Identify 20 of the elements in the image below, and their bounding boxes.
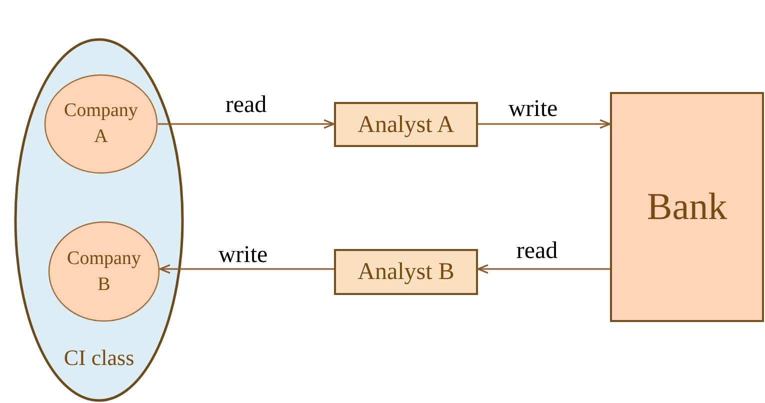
edge-label: write [218,242,268,268]
node-label: Company A [63,99,139,149]
edge-label: write [508,96,558,122]
analyst-box [334,102,478,147]
company-circle [48,221,160,322]
class-ellipse [14,38,184,402]
node-label: Analyst B [358,258,454,287]
arrow [158,119,335,129]
arrow [159,264,334,274]
analyst-box [334,249,478,295]
arrow [477,264,610,274]
arrow [478,119,611,129]
company-circle [44,74,158,174]
edge-label: read [225,92,267,118]
edge-label: read [516,238,558,264]
node-label: Company B [66,246,142,296]
group-label: CI class [62,344,136,372]
node-label: Analyst A [358,110,454,140]
bank-box [610,92,764,322]
node-label: Bank [646,184,728,230]
